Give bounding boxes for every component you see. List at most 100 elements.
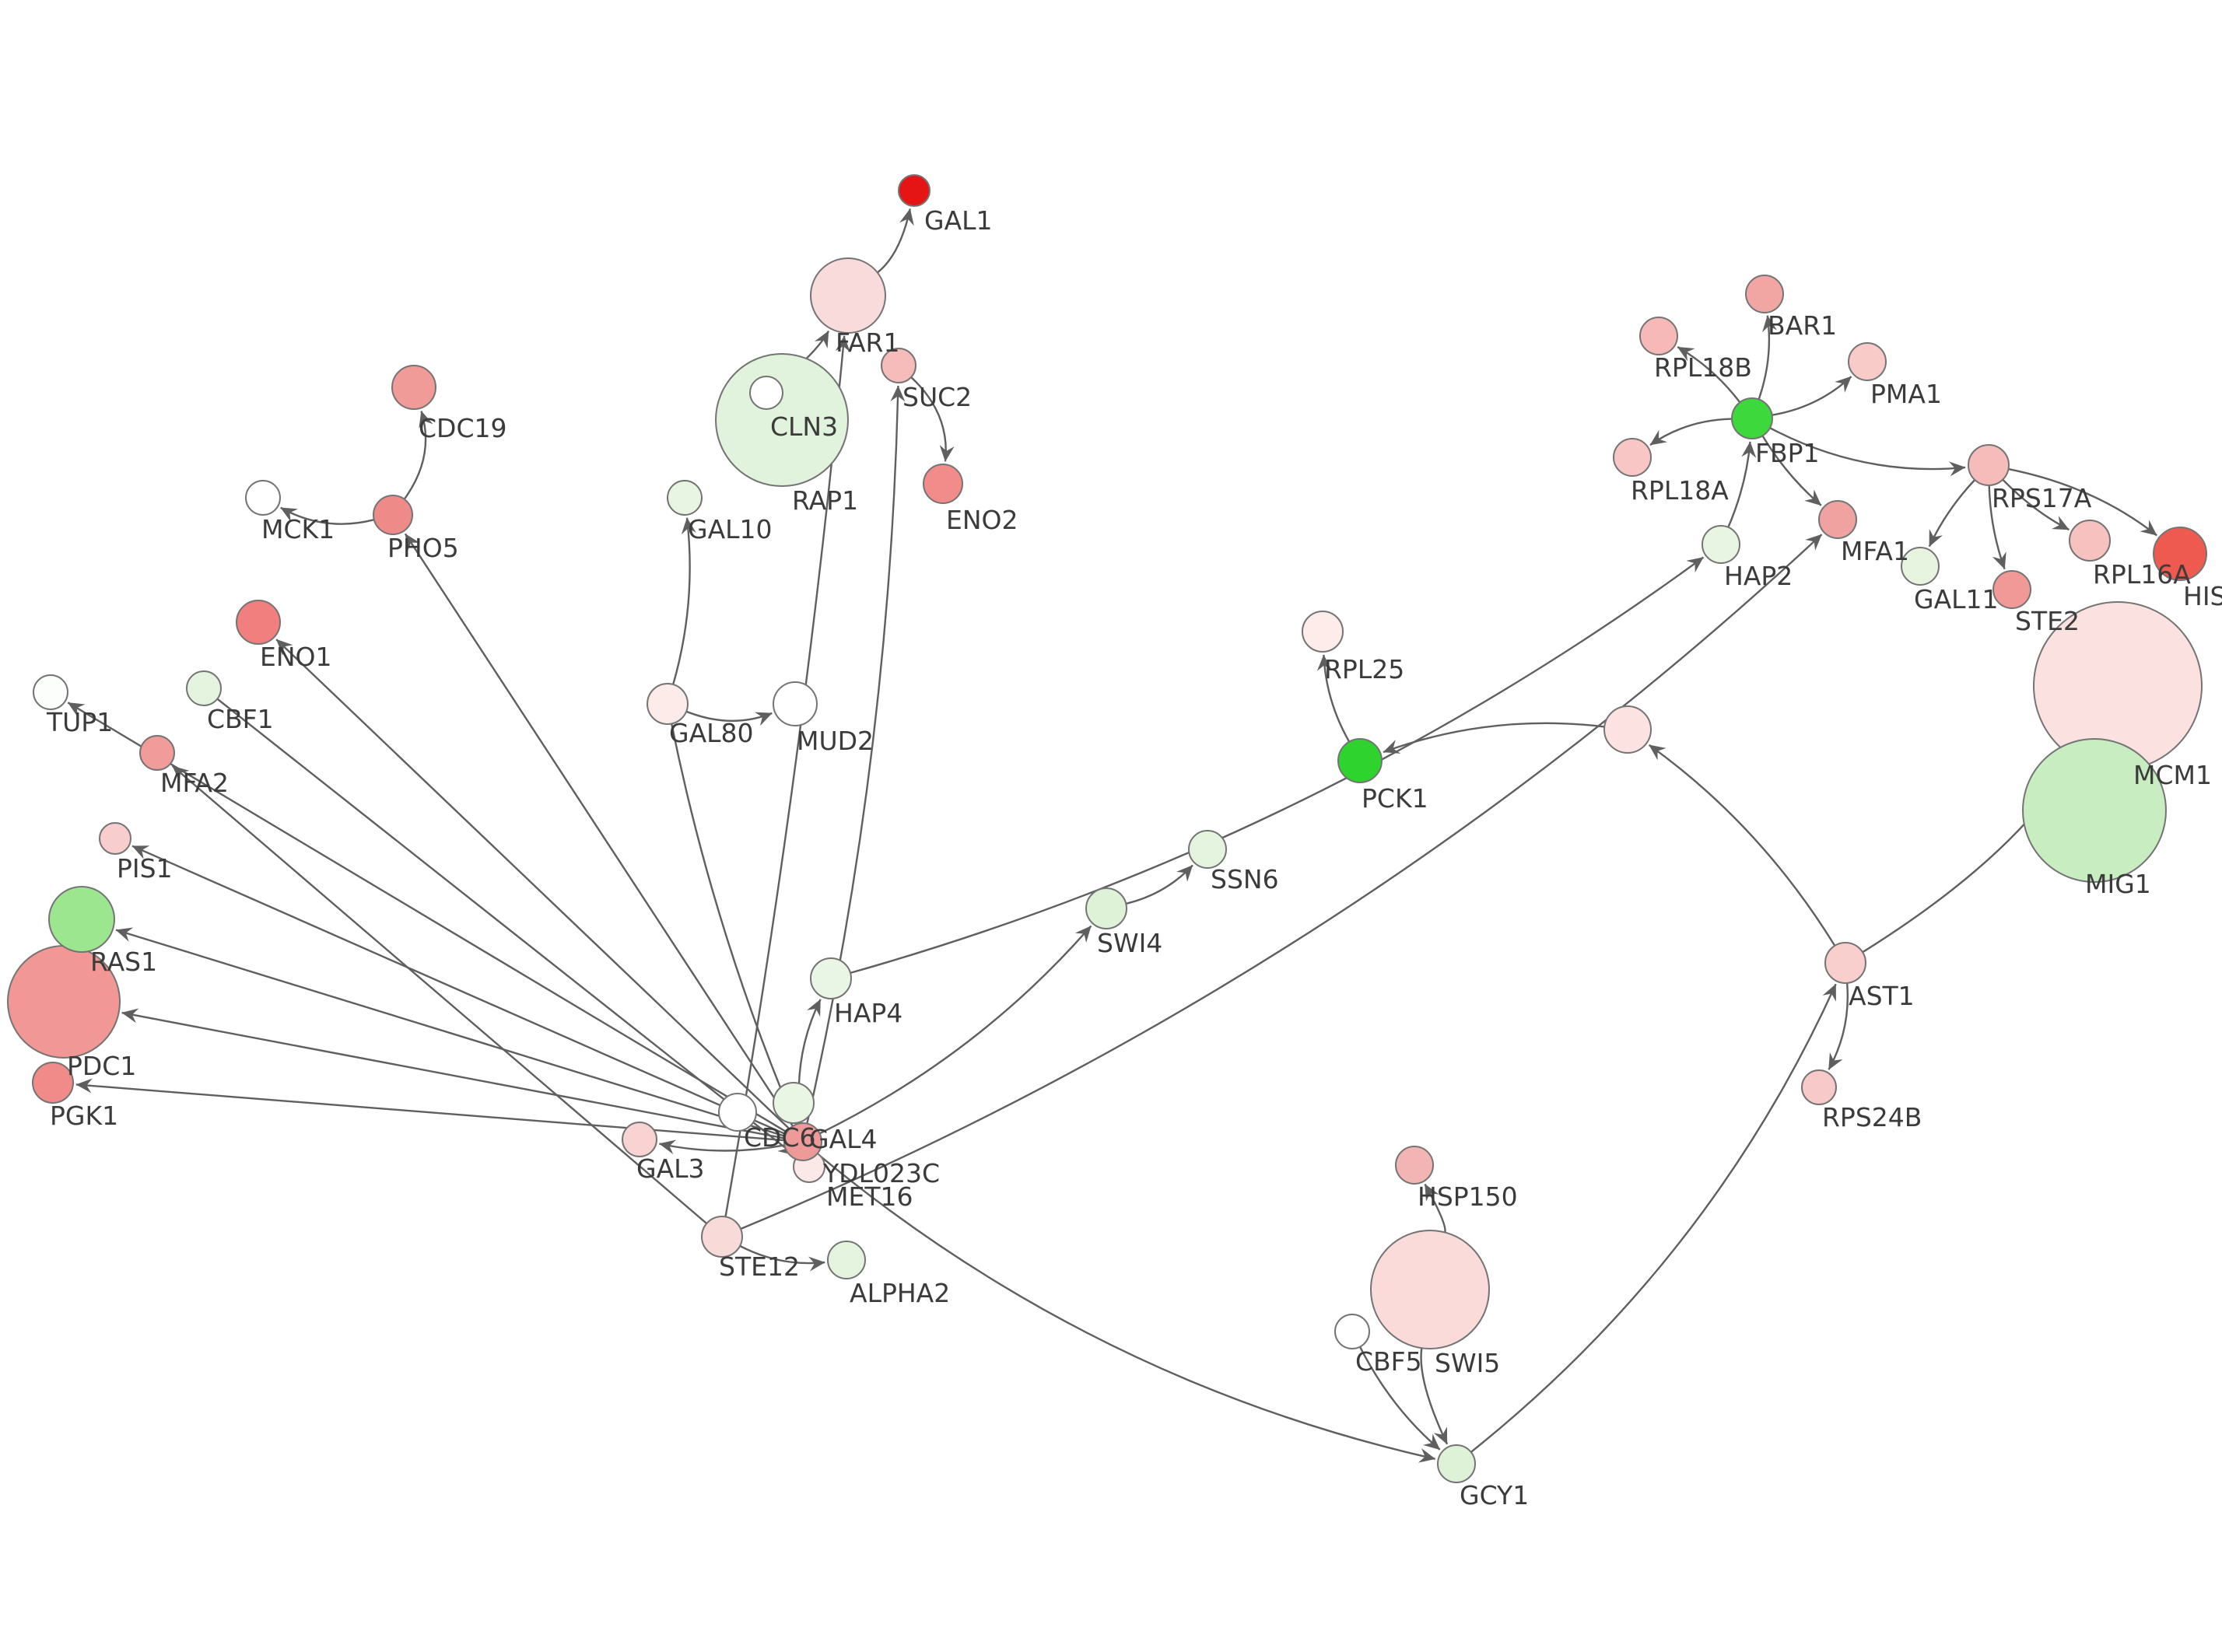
node-GAL80[interactable] — [647, 683, 689, 725]
node-STE2[interactable] — [1992, 570, 2031, 609]
edge-GAL4-PHO5[interactable] — [404, 533, 794, 1127]
node-NODE_A[interactable] — [1603, 705, 1652, 754]
node-RPL25[interactable] — [1302, 611, 1344, 653]
node-PMA1[interactable] — [1848, 342, 1887, 381]
edge-GAL4-RAS1[interactable] — [115, 927, 786, 1138]
edge-AST1-RPS24B[interactable] — [1828, 982, 1849, 1070]
node-BAR1[interactable] — [1745, 275, 1784, 313]
edge-PCK1-RPL25[interactable] — [1316, 654, 1351, 743]
edge-HAP2-FBP1[interactable] — [1727, 441, 1757, 528]
node-FAR1[interactable] — [810, 257, 886, 334]
edge-RPS17A-GAL11[interactable] — [1928, 479, 1976, 548]
label-RPS17A: RPS17A — [1992, 483, 2092, 513]
node-CDC19[interactable] — [391, 365, 436, 410]
edge-PHO5-CDC19[interactable] — [403, 411, 433, 500]
edge-STE12-MFA1[interactable] — [740, 534, 1823, 1230]
node-GAL4[interactable] — [783, 1122, 822, 1161]
edge-GAL4-GCY1[interactable] — [816, 1153, 1436, 1463]
edge-RPS17A-HIS4[interactable] — [2008, 467, 2157, 537]
edge-NODE_A-PCK1[interactable] — [1383, 722, 1605, 754]
edge-HAP4-HAP2[interactable] — [850, 556, 1705, 975]
label-SWI5: SWI5 — [1435, 1348, 1500, 1378]
node-RAS1[interactable] — [48, 886, 115, 953]
edge-SWI5-GCY1[interactable] — [1420, 1348, 1449, 1445]
edge-FBP1-BAR1[interactable] — [1758, 315, 1777, 400]
edge-SWI4-SSN6[interactable] — [1126, 864, 1193, 905]
edge-STE12-ALPHA2[interactable] — [739, 1244, 825, 1272]
node-SUC2[interactable] — [881, 348, 916, 383]
edge-CBF1-MET16[interactable] — [216, 698, 795, 1157]
node-ALPHA2[interactable] — [827, 1241, 866, 1279]
node-GAL1[interactable] — [898, 174, 931, 207]
node-AST1[interactable] — [1824, 942, 1866, 984]
node-RPS17A[interactable] — [1968, 444, 2010, 486]
edge-GAL80-MUD2[interactable] — [685, 710, 773, 726]
label-PHO5: PHO5 — [387, 533, 459, 563]
node-FBP1[interactable] — [1731, 397, 1773, 439]
edge-FAR1-GAL1[interactable] — [877, 208, 914, 274]
node-SWI5[interactable] — [1370, 1230, 1490, 1349]
edge-GAL4-PGK1[interactable] — [75, 1078, 785, 1142]
node-HAP4[interactable] — [810, 957, 852, 999]
node-CLN3[interactable] — [749, 376, 783, 410]
node-HIS4[interactable] — [2153, 527, 2207, 581]
node-CBF1[interactable] — [186, 670, 222, 706]
edge-GAL4-GAL3[interactable] — [658, 1139, 785, 1155]
node-STE12[interactable] — [701, 1216, 743, 1258]
edge-SUC2-ENO2[interactable] — [910, 376, 955, 462]
label-PDC1: PDC1 — [67, 1051, 136, 1081]
edge-GAL4-PDC1[interactable] — [121, 1008, 785, 1139]
edge-FBP1-RPL18B[interactable] — [1677, 346, 1741, 404]
node-RPL18A[interactable] — [1613, 438, 1652, 477]
node-ENO1[interactable] — [236, 600, 281, 645]
edge-RPS17A-RPL16A[interactable] — [2002, 478, 2070, 531]
edge-GCY1-AST1[interactable] — [1470, 983, 1837, 1453]
node-GAL10[interactable] — [667, 480, 703, 516]
edge-GAL4-SWI4[interactable] — [818, 925, 1092, 1135]
node-RPS24B[interactable] — [1801, 1069, 1837, 1105]
node-CBF5[interactable] — [1334, 1314, 1370, 1349]
node-SSN6[interactable] — [1188, 830, 1227, 869]
node-TUP1[interactable] — [33, 674, 68, 710]
edge-FBP1-RPL18A[interactable] — [1649, 418, 1733, 446]
edge-SWI5-HSP150[interactable] — [1424, 1183, 1446, 1233]
edge-GAL4-SUC2[interactable] — [806, 385, 906, 1124]
node-CDC6[interactable] — [773, 1082, 815, 1124]
edge-RPS17A-STE2[interactable] — [1988, 485, 2006, 570]
label-RPL25: RPL25 — [1324, 654, 1404, 684]
node-YDL023C[interactable] — [718, 1093, 757, 1132]
edge-GAL4-ENO1[interactable] — [275, 639, 790, 1130]
node-HSP150[interactable] — [1395, 1146, 1434, 1185]
node-PHO5[interactable] — [373, 495, 413, 535]
node-MCK1[interactable] — [245, 480, 281, 516]
edge-GAL80-GAL4[interactable] — [671, 723, 796, 1122]
node-HAP2[interactable] — [1702, 525, 1740, 564]
node-MUD2[interactable] — [773, 681, 818, 726]
node-MIG1[interactable] — [2022, 738, 2167, 883]
node-RPL16A[interactable] — [2069, 520, 2111, 562]
edge-STE12-MFA2[interactable] — [171, 765, 708, 1225]
edge-FBP1-RPS17A[interactable] — [1769, 427, 1966, 477]
edge-GAL4-PIS1[interactable] — [131, 845, 787, 1136]
node-SWI4[interactable] — [1085, 887, 1127, 929]
node-PCK1[interactable] — [1337, 738, 1383, 783]
node-PGK1[interactable] — [32, 1062, 74, 1104]
node-RPL18B[interactable] — [1639, 317, 1678, 355]
node-GCY1[interactable] — [1437, 1444, 1476, 1483]
label-RPS24B: RPS24B — [1822, 1102, 1922, 1132]
edge-GAL80-GAL10[interactable] — [672, 517, 696, 685]
node-ENO2[interactable] — [923, 464, 963, 504]
edge-CBF5-GCY1[interactable] — [1358, 1346, 1441, 1451]
edge-FBP1-PMA1[interactable] — [1772, 376, 1852, 416]
node-GAL11[interactable] — [1901, 547, 1940, 586]
edge-PHO5-MCK1[interactable] — [280, 506, 375, 525]
node-MFA2[interactable] — [139, 735, 175, 771]
node-RAP1[interactable] — [715, 353, 849, 487]
node-GAL3[interactable] — [622, 1122, 657, 1157]
edge-FBP1-MFA1[interactable] — [1761, 435, 1822, 506]
edge-AST1-NODE_A[interactable] — [1648, 744, 1836, 947]
node-MFA1[interactable] — [1818, 500, 1857, 539]
node-PIS1[interactable] — [99, 822, 131, 855]
